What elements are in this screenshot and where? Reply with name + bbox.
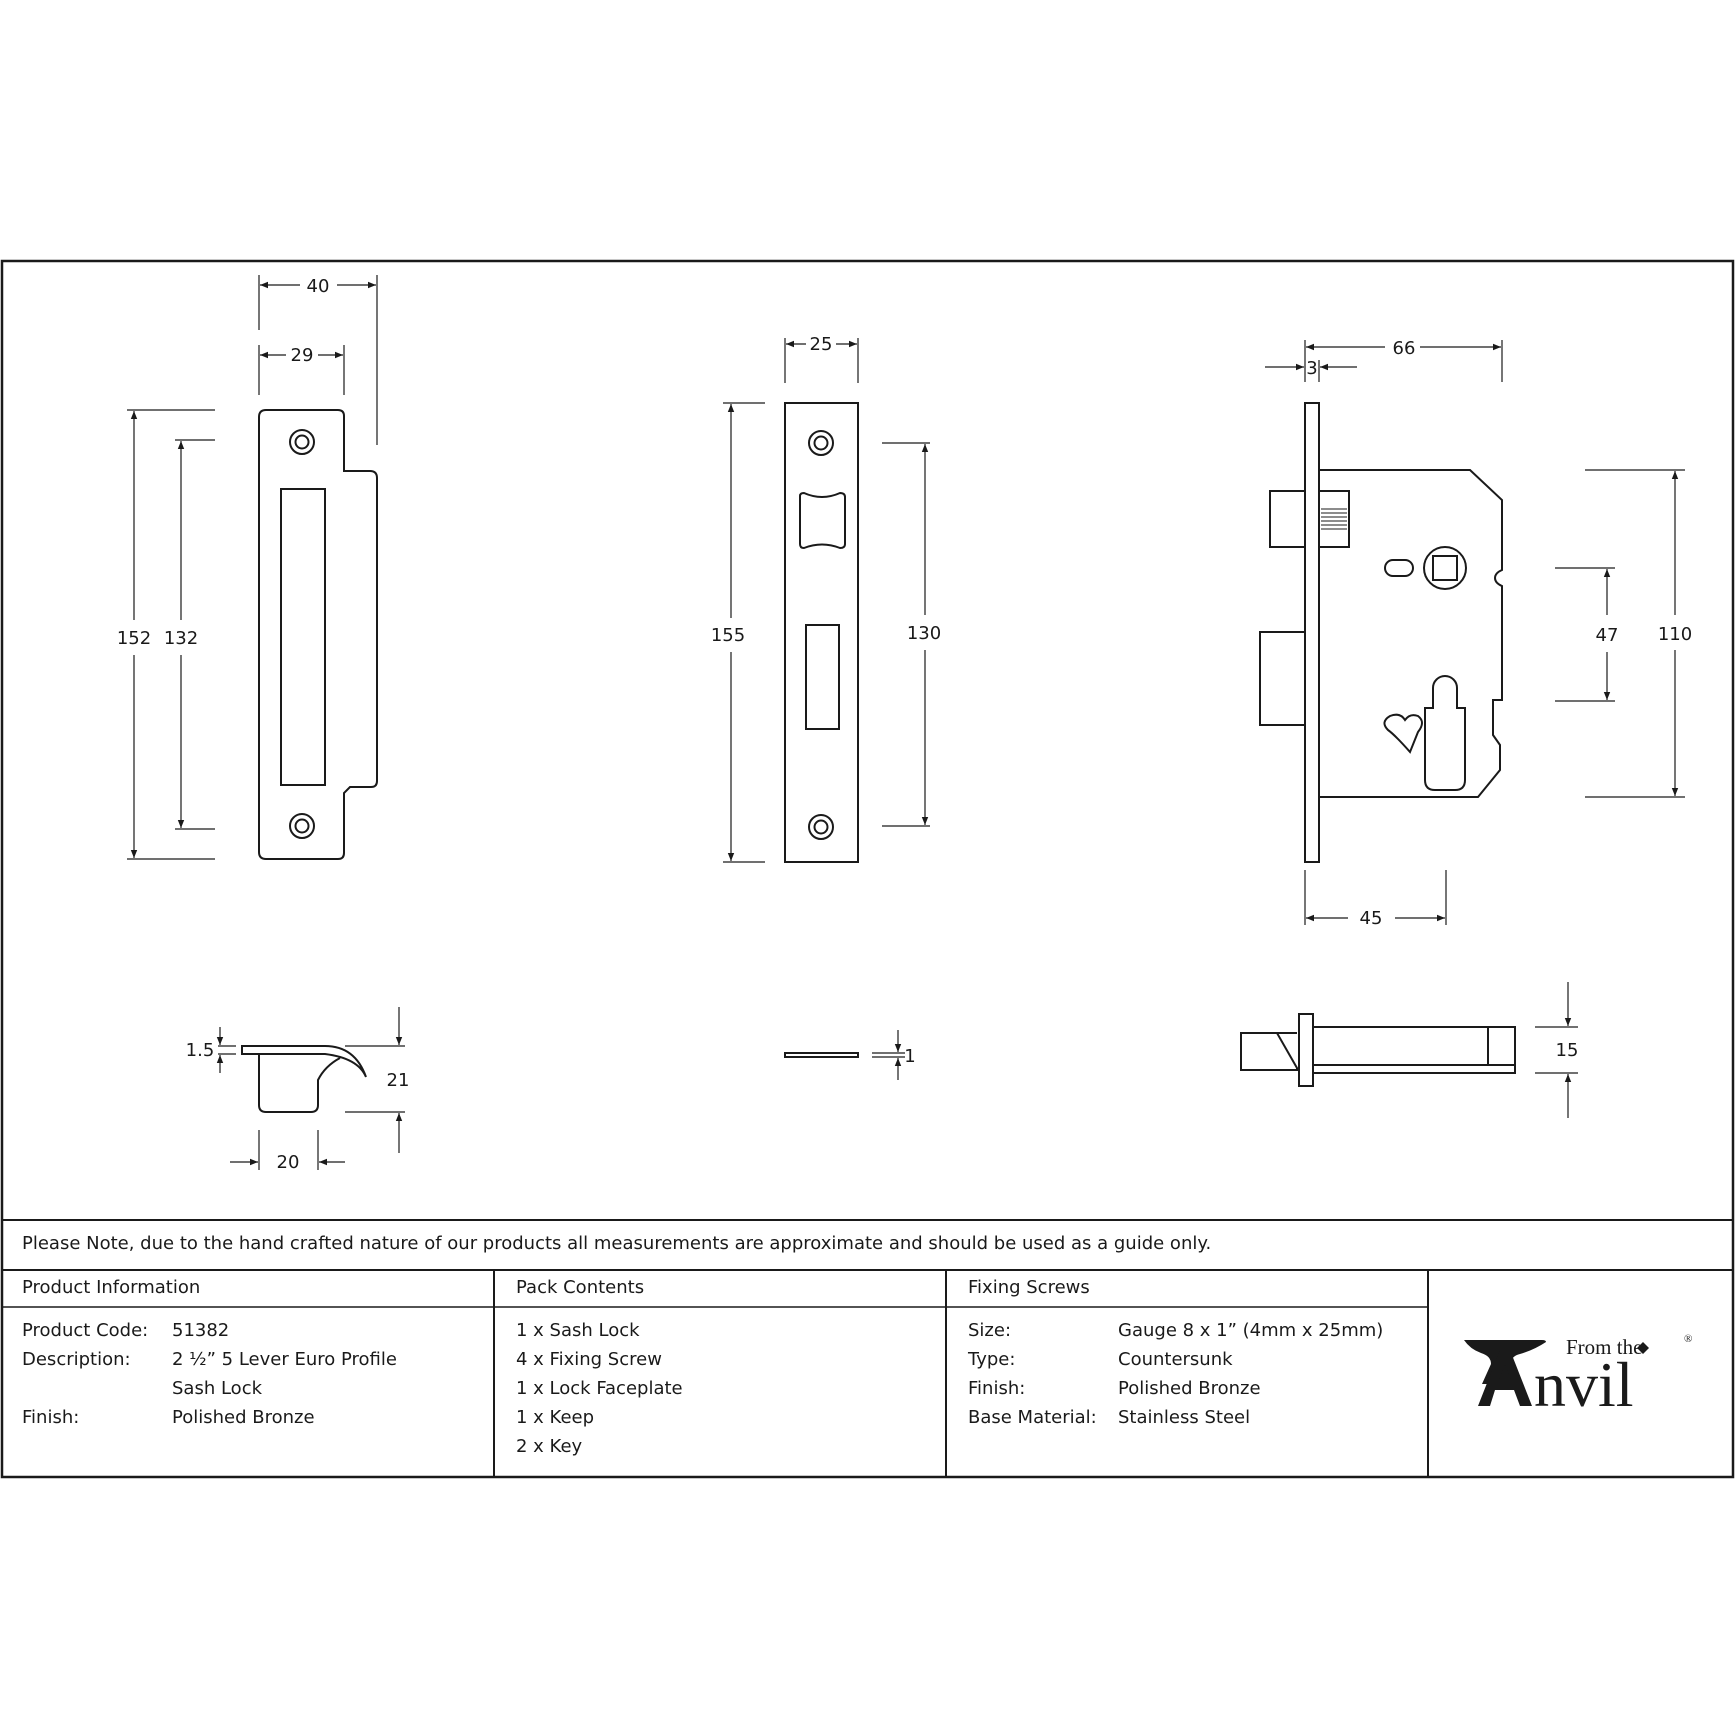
screw-size-value: Gauge 8 x 1” (4mm x 25mm) [1118,1320,1384,1341]
finish-label: Finish: [22,1407,80,1428]
lock-plan-dimension-lines [1535,982,1578,1118]
screw-type-label: Type: [968,1349,1016,1370]
product-code-label: Product Code: [22,1320,149,1341]
lock-centres-label: 47 [1596,625,1619,646]
lock-forend-thickness-label: 3 [1306,358,1317,379]
pack-item: 2 x Key [516,1436,583,1457]
keep-dimension-lines [127,275,378,860]
keep-plan-view [241,1045,367,1113]
screw-size-label: Size: [968,1320,1012,1341]
lock-body-dimension-lines [1265,340,1685,925]
keep-width-outer-label: 40 [307,276,330,297]
faceplate-thickness-label: 1 [904,1046,915,1067]
screw-finish-value: Polished Bronze [1118,1378,1261,1399]
screw-material-label: Base Material: [968,1407,1097,1428]
svg-text:From the: From the [1566,1335,1642,1359]
lock-backset-label: 45 [1360,908,1383,929]
finish-value: Polished Bronze [172,1407,315,1428]
svg-text:nvil: nvil [1534,1349,1634,1418]
faceplate-height-label: 155 [711,625,745,646]
screw-type-value: Countersunk [1118,1349,1233,1370]
faceplate-centres-label: 130 [907,623,941,644]
keep-depth-label: 21 [387,1070,410,1091]
anvil-logo-icon: From the nvil ® [1464,1333,1692,1420]
keep-lip-thickness-label: 1.5 [186,1040,215,1061]
keep-height-outer-label: 152 [117,628,151,649]
lock-case-height-label: 110 [1658,624,1692,645]
faceplate-width-label: 25 [810,334,833,355]
measurement-note: Please Note, due to the hand crafted nat… [22,1233,1212,1254]
product-code-value: 51382 [172,1320,230,1341]
description-value-continued: Sash Lock [172,1378,263,1399]
pack-item: 1 x Keep [516,1407,595,1428]
lock-body-side-view [1259,402,1503,863]
faceplate-edge-view [784,1052,859,1058]
description-value: 2 ½” 5 Lever Euro Profile [172,1349,397,1370]
lock-case-depth-label: 15 [1556,1040,1579,1061]
pack-item: 1 x Lock Faceplate [516,1378,683,1399]
faceplate-front-view [784,402,859,863]
description-label: Description: [22,1349,131,1370]
screw-material-value: Stainless Steel [1118,1407,1251,1428]
lock-body-plan-view [1240,1013,1516,1087]
pack-item: 1 x Sash Lock [516,1320,640,1341]
keep-box-width-label: 20 [277,1152,300,1173]
faceplate-edge-dimension-lines [872,1030,905,1080]
latch-spring-hatch [1321,508,1347,530]
pack-item: 4 x Fixing Screw [516,1349,662,1370]
product-information-title: Product Information [22,1277,201,1298]
keep-front-view [258,409,378,860]
from-the-anvil-logo: From the nvil ® [1462,1328,1702,1420]
outer-frame [0,259,1735,1479]
lock-backset-total-label: 66 [1393,338,1416,359]
keep-height-inner-label: 132 [164,628,198,649]
svg-text:®: ® [1684,1333,1692,1345]
screw-finish-label: Finish: [968,1378,1026,1399]
pack-contents-title: Pack Contents [516,1277,645,1298]
keep-plan-dimension-lines [216,1007,405,1170]
keep-width-inner-label: 29 [291,345,314,366]
faceplate-dimension-lines [723,338,930,863]
fixing-screws-title: Fixing Screws [968,1277,1090,1298]
